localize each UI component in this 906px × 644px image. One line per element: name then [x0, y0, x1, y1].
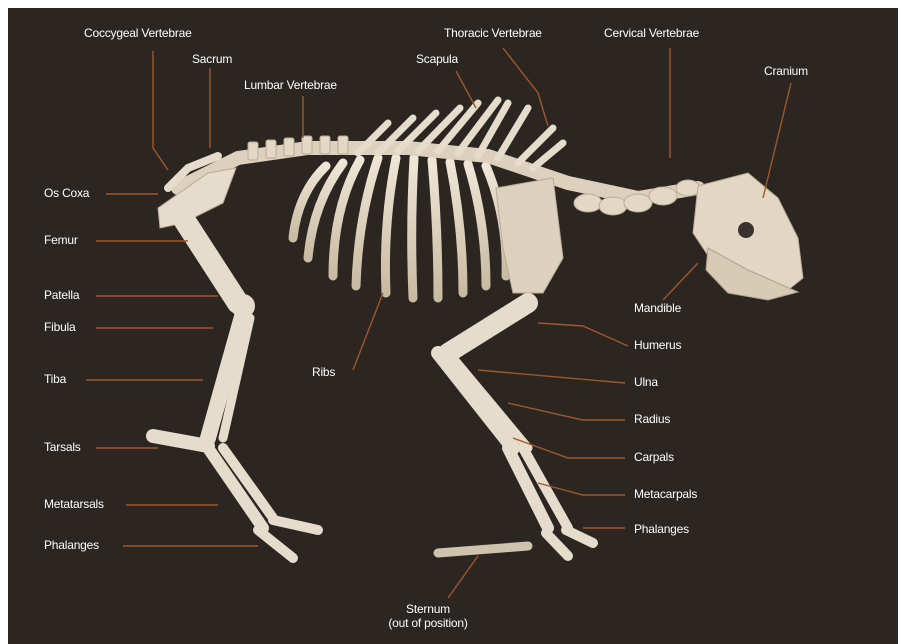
- skeleton-illustration: [8, 8, 898, 644]
- label-humerus: Humerus: [634, 338, 681, 352]
- label-metacarpals: Metacarpals: [634, 487, 697, 501]
- label-radius: Radius: [634, 412, 670, 426]
- label-ribs: Ribs: [312, 365, 335, 379]
- label-carpals: Carpals: [634, 450, 674, 464]
- label-thoracic-vertebrae: Thoracic Vertebrae: [444, 26, 542, 40]
- skeleton-diagram: Coccygeal Vertebrae Sacrum Lumbar Verteb…: [8, 8, 898, 644]
- label-sacrum: Sacrum: [192, 52, 232, 66]
- label-sternum-line2: (out of position): [368, 616, 488, 630]
- label-coccygeal-vertebrae: Coccygeal Vertebrae: [84, 26, 192, 40]
- label-tarsals: Tarsals: [44, 440, 81, 454]
- label-sternum: Sternum (out of position): [368, 602, 488, 630]
- label-ulna: Ulna: [634, 375, 658, 389]
- label-femur: Femur: [44, 233, 78, 247]
- label-cervical-vertebrae: Cervical Vertebrae: [604, 26, 699, 40]
- label-phalanges-fore: Phalanges: [634, 522, 689, 536]
- label-fibula: Fibula: [44, 320, 75, 334]
- fore-leg: [438, 303, 593, 556]
- label-scapula: Scapula: [416, 52, 458, 66]
- label-metatarsals: Metatarsals: [44, 497, 104, 511]
- hind-leg: [153, 218, 318, 558]
- ribs-group: [293, 158, 506, 298]
- label-phalanges-hind: Phalanges: [44, 538, 99, 552]
- label-lumbar-vertebrae: Lumbar Vertebrae: [244, 78, 337, 92]
- label-cranium: Cranium: [764, 64, 808, 78]
- label-os-coxa: Os Coxa: [44, 186, 89, 200]
- label-sternum-line1: Sternum: [368, 602, 488, 616]
- label-patella: Patella: [44, 288, 79, 302]
- label-tiba: Tiba: [44, 372, 66, 386]
- label-mandible: Mandible: [634, 301, 681, 315]
- sternum-bone: [438, 546, 528, 553]
